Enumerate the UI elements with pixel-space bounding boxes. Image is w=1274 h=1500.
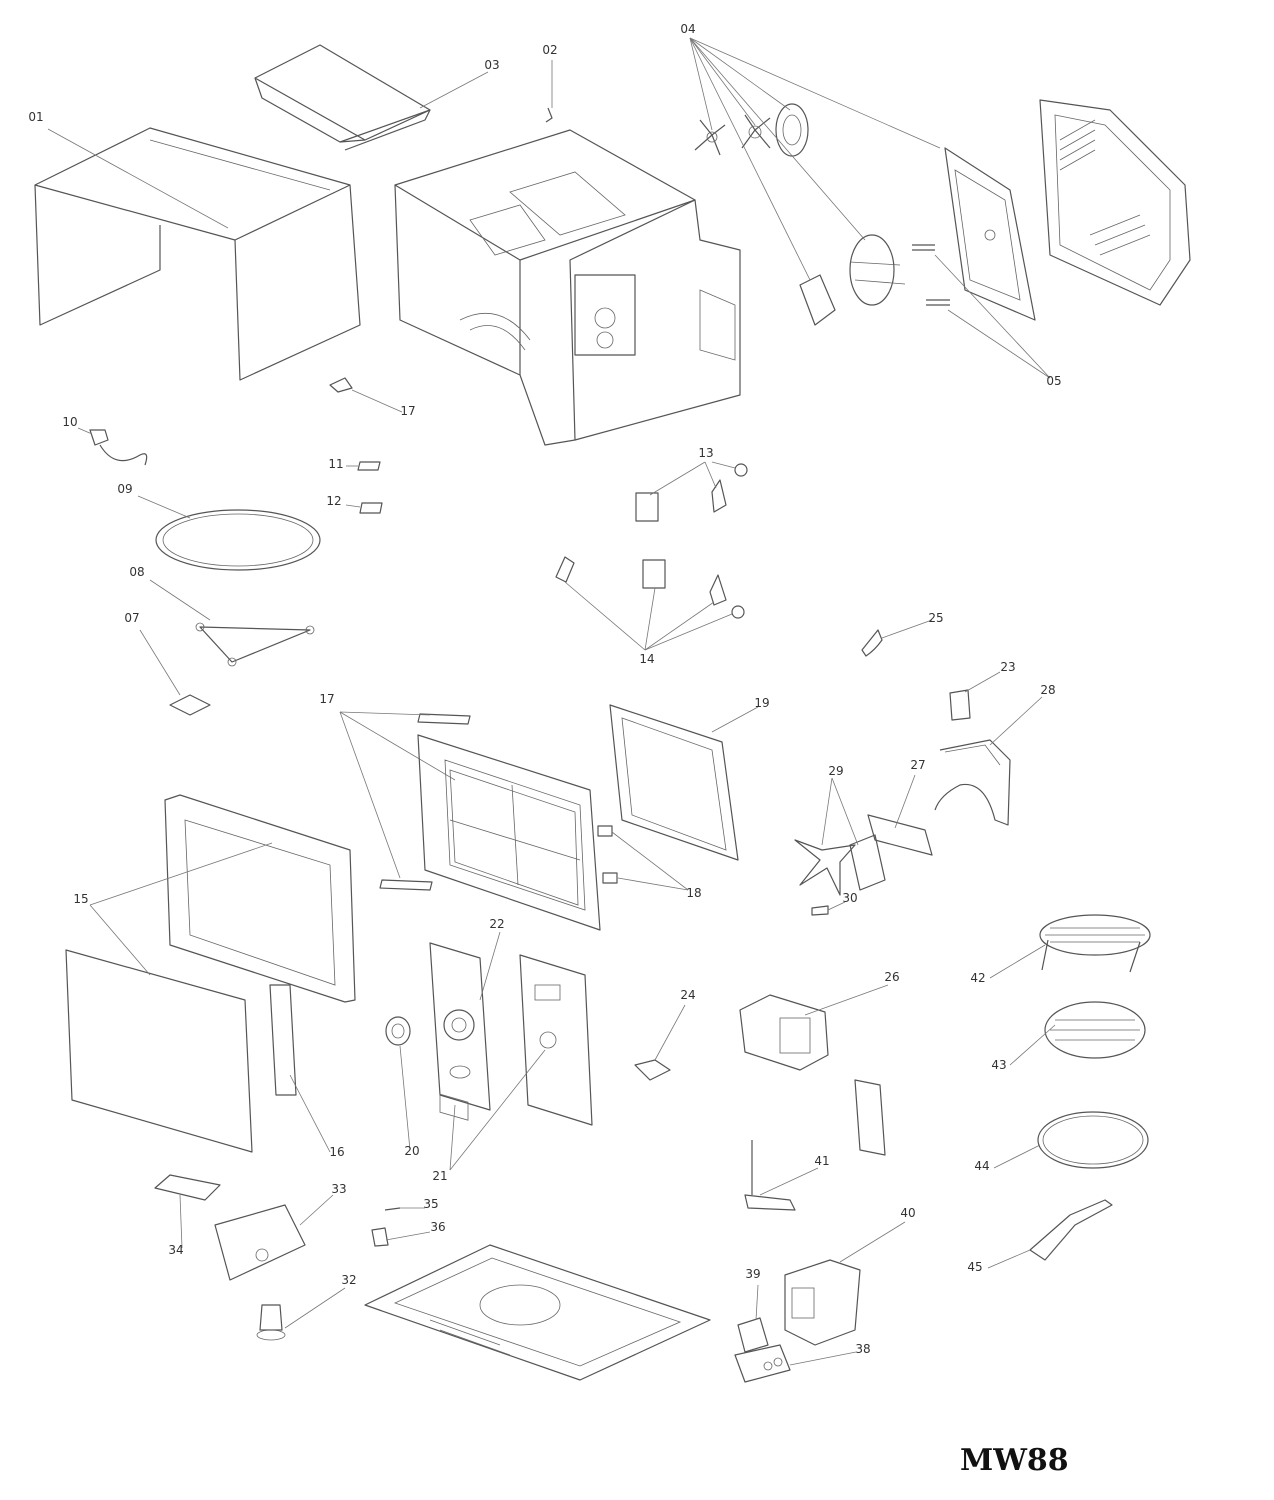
part-label-07: 07 bbox=[124, 611, 139, 625]
part-number-labels: 01 02 03 04 05 07 08 09 10 11 12 13 14 15 16 17 17 18 19 20… bbox=[28, 22, 1061, 1356]
part-label-18: 18 bbox=[686, 886, 701, 900]
cooling-fan bbox=[794, 777, 886, 896]
turntable-motor bbox=[634, 1004, 686, 1081]
control-knob bbox=[385, 1016, 411, 1151]
oven-cavity-frame bbox=[394, 129, 741, 446]
part-label-11: 11 bbox=[328, 457, 343, 471]
part-label-14: 14 bbox=[639, 652, 654, 666]
part-label-15: 15 bbox=[73, 892, 88, 906]
motor-bracket bbox=[867, 774, 933, 856]
fan-clip bbox=[811, 901, 846, 916]
tray-handle bbox=[987, 1199, 1113, 1269]
duct-cover bbox=[254, 44, 489, 151]
control-panel-back bbox=[449, 931, 593, 1171]
screws-35-36 bbox=[371, 1207, 431, 1247]
part-label-36: 36 bbox=[430, 1220, 445, 1234]
heater-rod bbox=[744, 1140, 819, 1211]
part-label-41: 41 bbox=[814, 1154, 829, 1168]
part-label-16: 16 bbox=[329, 1145, 344, 1159]
part-label-38: 38 bbox=[855, 1342, 870, 1356]
small-plates bbox=[345, 461, 383, 514]
part-label-23: 23 bbox=[1000, 660, 1015, 674]
bracket-part bbox=[329, 377, 403, 413]
outer-cabinet bbox=[34, 127, 361, 381]
part-label-09: 09 bbox=[117, 482, 132, 496]
part-label-12: 12 bbox=[326, 494, 341, 508]
high-rack bbox=[989, 914, 1151, 979]
convection-fan-assembly bbox=[689, 37, 941, 326]
magnetron-bracket bbox=[214, 1194, 334, 1281]
power-cord bbox=[77, 427, 148, 466]
screw-part bbox=[545, 60, 553, 123]
oven-lamp bbox=[256, 1287, 346, 1341]
part-label-39: 39 bbox=[745, 1267, 760, 1281]
part-label-32: 32 bbox=[341, 1273, 356, 1287]
part-label-27: 27 bbox=[910, 758, 925, 772]
part-label-04: 04 bbox=[680, 22, 695, 36]
part-label-25: 25 bbox=[928, 611, 943, 625]
part-label-35: 35 bbox=[423, 1197, 438, 1211]
part-label-03: 03 bbox=[484, 58, 499, 72]
part-label-01: 01 bbox=[28, 110, 43, 124]
part-label-08: 08 bbox=[129, 565, 144, 579]
door-switches-upper bbox=[635, 461, 748, 522]
part-label-13: 13 bbox=[698, 446, 713, 460]
part-label-02: 02 bbox=[542, 43, 557, 57]
part-label-05: 05 bbox=[1046, 374, 1061, 388]
part-label-30: 30 bbox=[842, 891, 857, 905]
part-label-21: 21 bbox=[432, 1169, 447, 1183]
capacitor-bracket bbox=[737, 1284, 769, 1353]
part-label-44: 44 bbox=[974, 1159, 989, 1173]
part-label-19: 19 bbox=[754, 696, 769, 710]
outer-door bbox=[65, 794, 356, 1153]
part-label-42: 42 bbox=[970, 971, 985, 985]
part-label-20: 20 bbox=[404, 1144, 419, 1158]
high-voltage-transformer bbox=[784, 1221, 906, 1346]
door-switches-lower bbox=[555, 556, 745, 651]
baking-tray-ring bbox=[993, 1111, 1149, 1169]
part-label-29: 29 bbox=[828, 764, 843, 778]
transformer bbox=[739, 984, 889, 1071]
part-label-43: 43 bbox=[991, 1058, 1006, 1072]
base-tray bbox=[364, 1244, 711, 1381]
hv-capacitor bbox=[734, 1344, 857, 1383]
mounting-plate bbox=[854, 1079, 886, 1156]
part-label-24: 24 bbox=[680, 988, 695, 1002]
back-heater-panel bbox=[944, 147, 1036, 321]
part-label-22: 22 bbox=[489, 917, 504, 931]
air-duct bbox=[934, 696, 1043, 826]
coupler bbox=[139, 629, 211, 716]
part-label-28: 28 bbox=[1040, 683, 1055, 697]
part-label-40: 40 bbox=[900, 1206, 915, 1220]
bracket-23 bbox=[949, 671, 1001, 721]
part-label-33: 33 bbox=[331, 1182, 346, 1196]
inner-door-frame bbox=[417, 734, 601, 931]
part-label-17: 17 bbox=[400, 404, 415, 418]
part-label-17: 17 bbox=[319, 692, 334, 706]
part-label-45: 45 bbox=[967, 1260, 982, 1274]
part-label-26: 26 bbox=[884, 970, 899, 984]
roller-support bbox=[149, 579, 315, 667]
inner-liner bbox=[1039, 99, 1191, 306]
part-label-10: 10 bbox=[62, 415, 77, 429]
door-hinge bbox=[269, 984, 331, 1153]
heater-pins bbox=[912, 244, 1051, 379]
base-plate-small bbox=[154, 1174, 221, 1249]
control-panel-faceplate bbox=[429, 942, 491, 1121]
low-rack bbox=[1009, 1001, 1146, 1066]
part-label-34: 34 bbox=[168, 1243, 183, 1257]
thermostat bbox=[861, 619, 933, 657]
door-clips bbox=[597, 825, 689, 891]
door-brackets bbox=[339, 711, 471, 891]
door-choke-frame bbox=[609, 704, 759, 861]
model-name: MW88 bbox=[960, 1443, 1069, 1478]
roller-ring bbox=[137, 495, 321, 571]
